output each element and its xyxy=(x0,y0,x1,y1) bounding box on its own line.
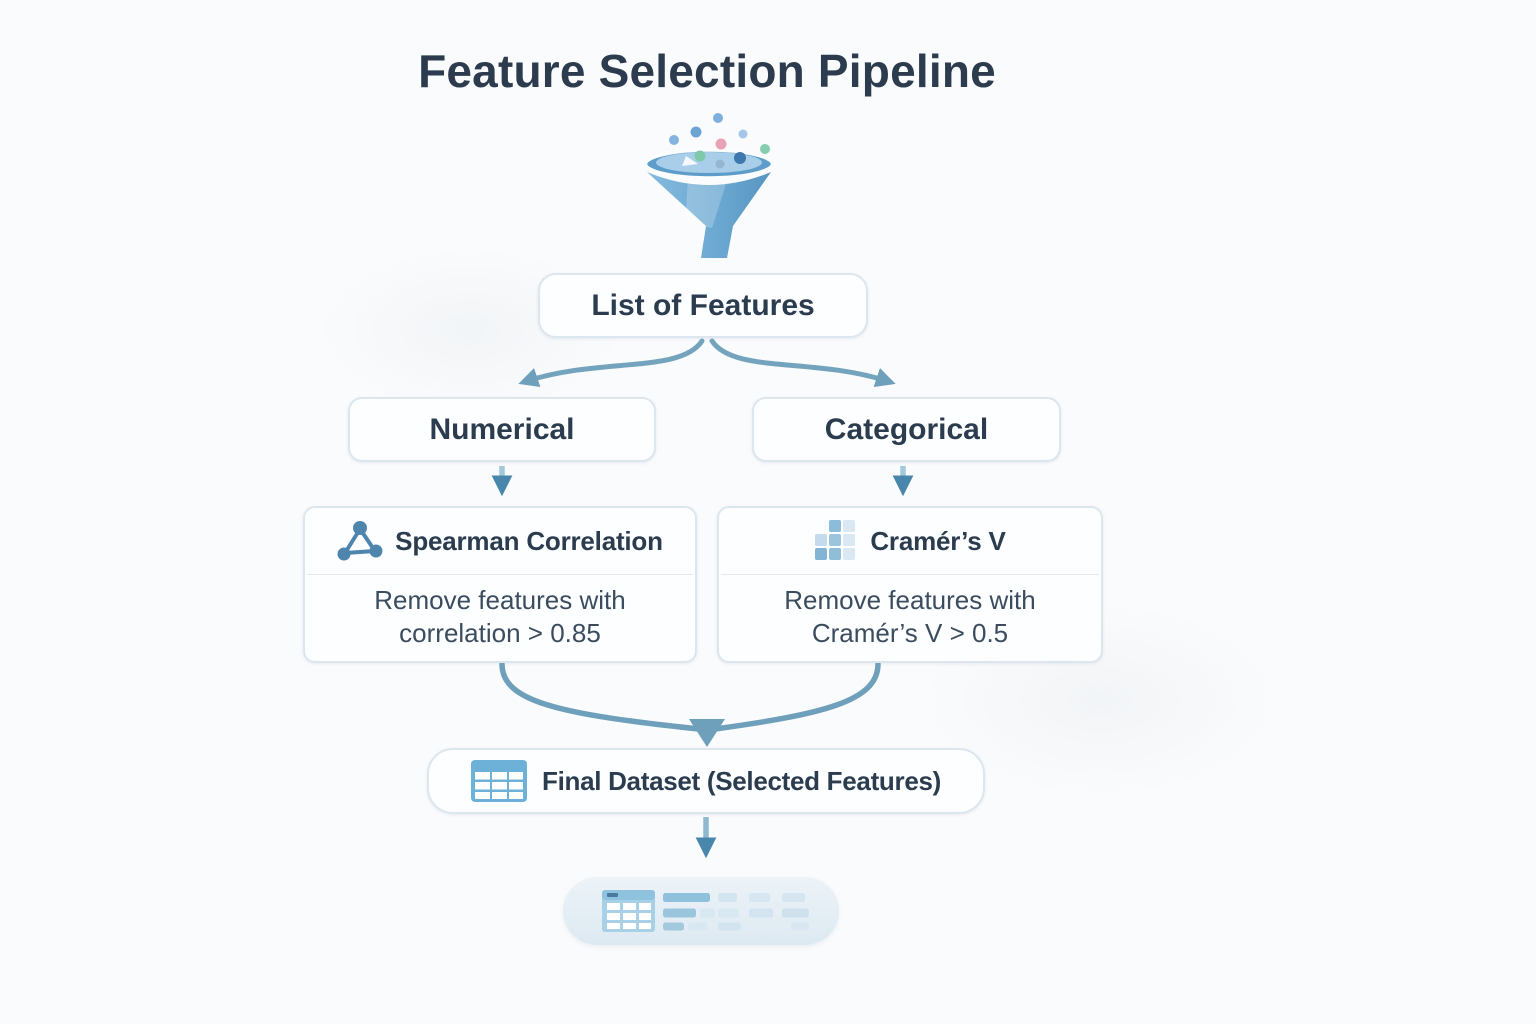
matrix-grid-icon xyxy=(815,520,856,560)
spearman-description: Remove features with correlation > 0.85 xyxy=(374,584,625,650)
table-icon xyxy=(470,760,527,802)
node-numerical: Numerical xyxy=(348,397,656,462)
node-list-of-features: List of Features xyxy=(538,273,868,338)
spearman-desc-line1: Remove features with xyxy=(374,585,626,615)
funnel-icon xyxy=(642,113,776,258)
cramers-divider xyxy=(720,574,1100,575)
page-title: Feature Selection Pipeline xyxy=(418,45,996,97)
numerical-label: Numerical xyxy=(429,412,575,446)
spearman-divider xyxy=(306,574,694,575)
final-dataset-label: Final Dataset (Selected Features) xyxy=(541,765,942,796)
node-spearman-correlation: Spearman Correlation Remove features wit… xyxy=(303,506,697,663)
arrow-spearman-to-final xyxy=(499,661,702,732)
categorical-label: Categorical xyxy=(824,412,989,446)
node-categorical: Categorical xyxy=(752,397,1061,462)
cramers-desc-line2: Cramér’s V > 0.5 xyxy=(811,617,1009,648)
node-cramers-v: Cramér’s V Remove features with Cramér’s… xyxy=(717,506,1103,663)
node-final-dataset: Final Dataset (Selected Features) xyxy=(427,748,985,814)
cramers-title: Cramér’s V xyxy=(870,525,1006,556)
cramers-description: Remove features with Cramér’s V > 0.5 xyxy=(784,584,1035,650)
cramers-header: Cramér’s V xyxy=(719,508,1101,574)
spearman-desc-line2: correlation > 0.85 xyxy=(399,617,601,648)
arrow-cramers-to-final xyxy=(712,661,881,732)
arrow-list-to-numerical xyxy=(518,338,705,388)
cramers-desc-line1: Remove features with xyxy=(784,585,1036,615)
merge-arrowhead xyxy=(689,719,725,747)
network-nodes-icon xyxy=(337,521,383,561)
spearman-title: Spearman Correlation xyxy=(395,525,663,556)
list-of-features-label: List of Features xyxy=(591,288,815,322)
arrow-list-to-categorical xyxy=(709,338,896,388)
spearman-header: Spearman Correlation xyxy=(305,508,695,574)
dataset-table-rows-icon xyxy=(602,890,809,932)
dataset-preview xyxy=(563,877,839,945)
